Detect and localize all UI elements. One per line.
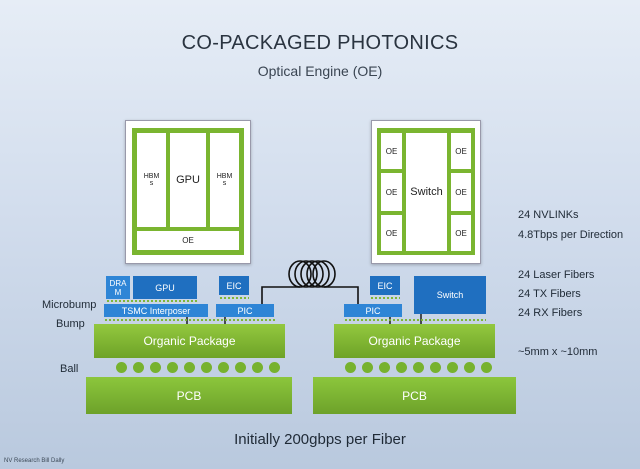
organic-package-left: Organic Package: [94, 324, 285, 358]
hbm-right: HBM s: [210, 133, 239, 227]
solder-ball: [184, 362, 195, 373]
spec-rx-fibers: 24 RX Fibers: [518, 307, 583, 319]
spec-size: ~5mm x ~10mm: [518, 346, 598, 358]
solder-ball: [116, 362, 127, 373]
oe-right-1: OE: [451, 133, 471, 169]
oe-right-2: OE: [451, 173, 471, 211]
microbump-label: Microbump: [42, 299, 97, 311]
ball-row-right: [345, 362, 495, 373]
solder-ball: [362, 362, 373, 373]
eic-left: EIC: [219, 276, 249, 295]
solder-ball: [235, 362, 246, 373]
microbump-row-eic-left: [219, 297, 249, 299]
pcb-right: PCB: [313, 377, 516, 414]
microbump-row-left: [106, 300, 198, 302]
spec-laser-fibers: 24 Laser Fibers: [518, 269, 595, 281]
solder-ball: [396, 362, 407, 373]
ball-row-left: [116, 362, 286, 373]
solder-ball: [269, 362, 280, 373]
solder-ball: [379, 362, 390, 373]
switch-die-top: Switch: [406, 133, 447, 251]
solder-ball: [447, 362, 458, 373]
eic-right: EIC: [370, 276, 400, 295]
fiber-rate-note: Initially 200gbps per Fiber: [234, 431, 406, 448]
bump-label: Bump: [56, 318, 85, 330]
oe-left-1: OE: [381, 133, 402, 169]
switch-package-top-view: OE OE OE Switch OE OE OE: [371, 120, 481, 264]
solder-ball: [430, 362, 441, 373]
dram-chip: DRA M: [106, 276, 130, 299]
oe-left-3: OE: [381, 215, 402, 251]
pcb-left: PCB: [86, 377, 292, 414]
solder-ball: [464, 362, 475, 373]
organic-package-right: Organic Package: [334, 324, 495, 358]
microbump-row-eic-right: [370, 297, 400, 299]
oe-left-2: OE: [381, 173, 402, 211]
hbm-left: HBM s: [137, 133, 166, 227]
solder-ball: [413, 362, 424, 373]
oe-right-3: OE: [451, 215, 471, 251]
solder-ball: [481, 362, 492, 373]
page-title: CO-PACKAGED PHOTONICS: [181, 32, 459, 54]
gpu-chip-side: GPU: [133, 276, 197, 299]
tsmc-interposer: TSMC Interposer: [104, 304, 208, 317]
solder-ball: [201, 362, 212, 373]
gpu-die-top: GPU: [170, 133, 206, 227]
solder-ball: [150, 362, 161, 373]
gpu-package-top-view: HBM s GPU HBM s OE: [125, 120, 251, 264]
spec-tx-fibers: 24 TX Fibers: [518, 288, 581, 300]
solder-ball: [133, 362, 144, 373]
solder-ball: [252, 362, 263, 373]
page-subtitle: Optical Engine (OE): [257, 63, 383, 79]
slide-credit: NV Research Bill Dally: [4, 458, 65, 464]
fiber-right: [324, 286, 359, 306]
pic-right: PIC: [344, 304, 402, 317]
fiber-coil-icon: [288, 260, 336, 288]
solder-ball: [345, 362, 356, 373]
fiber-left: [261, 286, 300, 306]
spec-nvlinks: 24 NVLINKs: [518, 209, 579, 221]
solder-ball: [218, 362, 229, 373]
bump-row-left: [104, 319, 276, 321]
oe-gpu-top: OE: [137, 231, 239, 250]
ball-label: Ball: [60, 363, 79, 375]
solder-ball: [167, 362, 178, 373]
bump-row-right: [344, 319, 486, 321]
switch-chip-side: Switch: [414, 276, 486, 314]
pic-left: PIC: [216, 304, 274, 317]
spec-bandwidth: 4.8Tbps per Direction: [518, 229, 624, 241]
